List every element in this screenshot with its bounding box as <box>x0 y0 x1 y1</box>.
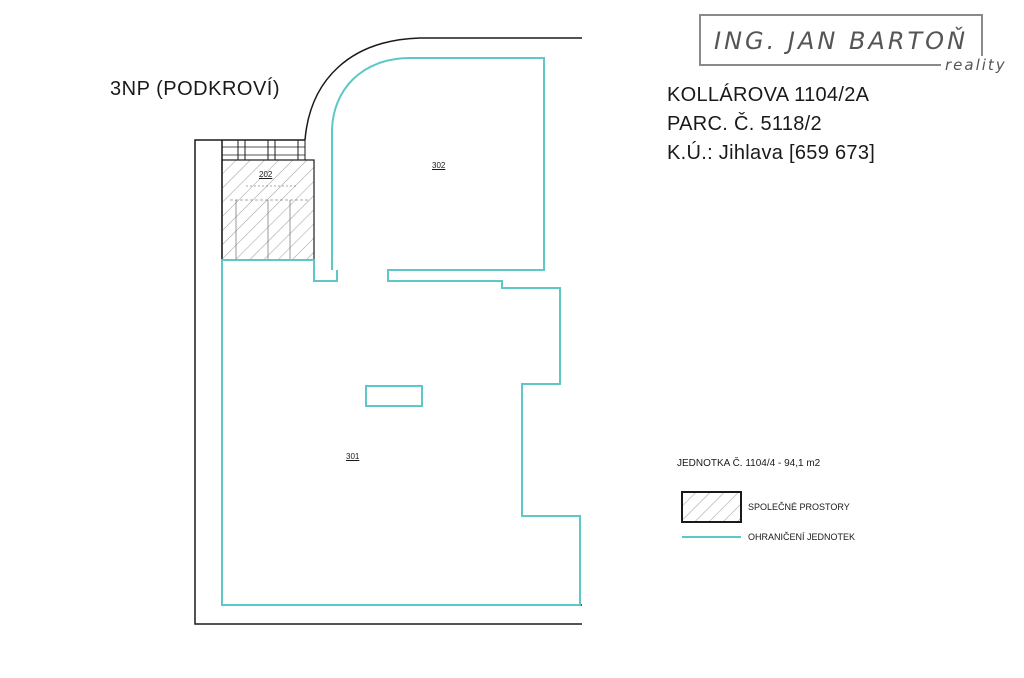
address-cadastre: K.Ú.: Jihlava [659 673] <box>667 142 876 164</box>
room-label-202: 202 <box>259 170 273 179</box>
logo-underline <box>699 64 941 66</box>
floor-title: 3NP (PODKROVÍ) <box>110 78 280 100</box>
legend-shared-swatch <box>681 491 742 523</box>
shared-area-202 <box>221 139 315 261</box>
unit-boundaries <box>221 57 581 606</box>
address-street: KOLLÁROVA 1104/2A <box>667 84 870 106</box>
outer-walls <box>194 37 582 625</box>
room-label-302: 302 <box>432 161 446 170</box>
room-label-301: 301 <box>346 452 360 461</box>
address-parcel: PARC. Č. 5118/2 <box>667 113 822 135</box>
legend-shared-label: SPOLEČNÉ PROSTORY <box>748 502 850 512</box>
logo-tagline: reality <box>945 56 1007 74</box>
unit-info: JEDNOTKA Č. 1104/4 - 94,1 m2 <box>677 458 821 469</box>
legend-boundary-label: OHRANIČENÍ JEDNOTEK <box>748 532 856 542</box>
logo-frame-right <box>981 14 983 56</box>
logo-frame <box>699 14 983 66</box>
logo-name: ING. JAN BARTOŇ <box>714 27 969 55</box>
